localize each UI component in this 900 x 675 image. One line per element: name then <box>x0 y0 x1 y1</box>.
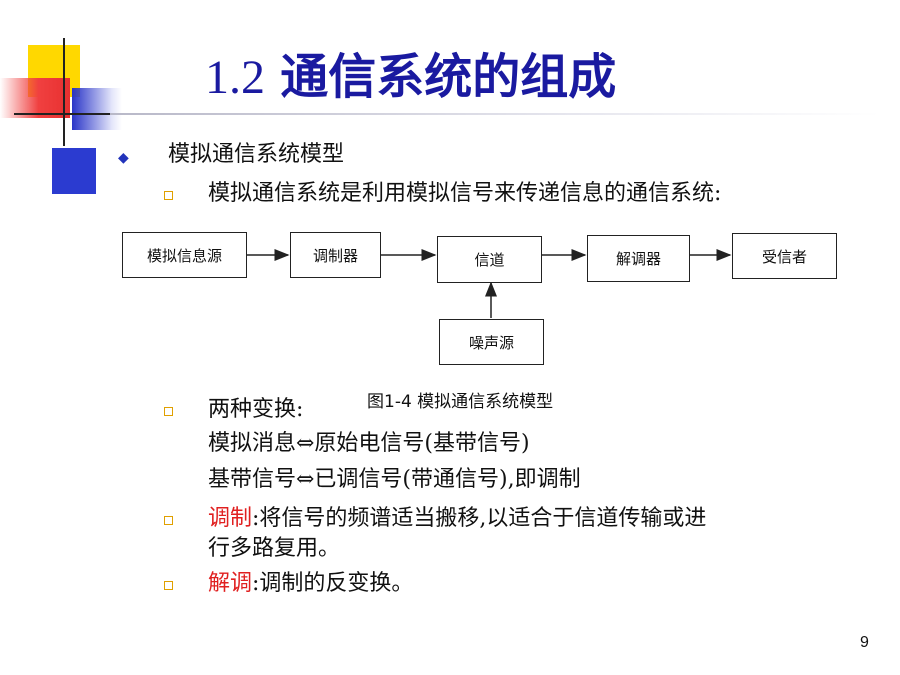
modulation-line-2: 行多路复用。 <box>208 536 341 561</box>
block-noise: 噪声源 <box>439 319 544 365</box>
transforms-label: 两种变换: <box>208 397 304 422</box>
diamond-bullet-icon: ◆ <box>118 150 129 166</box>
decor-vertical-line <box>63 38 65 146</box>
modulation-term: 调制 <box>208 506 253 531</box>
demodulation-definition: :调制的反变换。 <box>252 571 414 596</box>
title-underline <box>110 113 880 115</box>
modulation-definition: :将信号的频谱适当搬移,以适合于信道传输或进 <box>252 506 707 531</box>
figure-caption: 图1-4 模拟通信系统模型 <box>367 392 554 412</box>
title-number: 1.2 <box>205 51 265 104</box>
intro-text: 模拟通信系统是利用模拟信号来传递信息的通信系统: <box>208 181 722 206</box>
block-modulator: 调制器 <box>290 232 381 278</box>
slide-title: 1.2 通信系统的组成 <box>205 46 616 108</box>
bullet-heading: 模拟通信系统模型 <box>168 142 345 167</box>
block-source: 模拟信息源 <box>122 232 247 278</box>
block-demodulator: 解调器 <box>587 235 690 282</box>
demodulation-term: 解调 <box>208 571 253 596</box>
decor-blue-gradient <box>72 88 122 130</box>
demodulation-line: 解调:调制的反变换。 <box>208 570 413 598</box>
title-text: 通信系统的组成 <box>280 49 617 105</box>
decor-blue-square <box>52 148 96 194</box>
modulation-line-1: 调制:将信号的频谱适当搬移,以适合于信道传输或进 <box>208 505 706 533</box>
decor-red-gradient <box>0 78 70 118</box>
square-bullet-icon <box>164 516 173 525</box>
square-bullet-icon <box>164 407 173 416</box>
page-number: 9 <box>860 634 869 651</box>
block-channel: 信道 <box>437 236 542 283</box>
square-bullet-icon <box>164 581 173 590</box>
square-bullet-icon <box>164 191 173 200</box>
transform-line-2: 基带信号⇔已调信号(带通信号),即调制 <box>208 467 581 492</box>
block-sink: 受信者 <box>732 233 837 279</box>
decor-horizontal-line <box>14 113 154 115</box>
transform-line-1: 模拟消息⇔原始电信号(基带信号) <box>208 431 530 456</box>
